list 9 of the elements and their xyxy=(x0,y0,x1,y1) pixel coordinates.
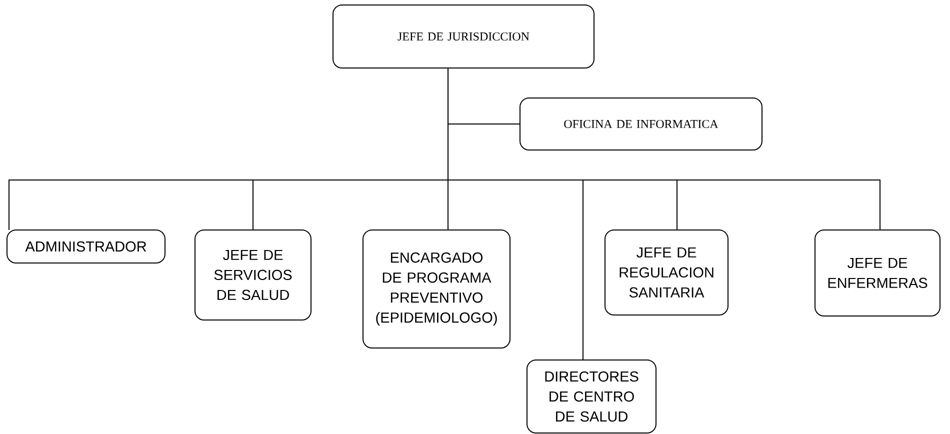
unit-box: OFICINA DE INFORMATICA xyxy=(520,98,762,150)
unit-box: ADMINISTRADOR xyxy=(6,230,166,264)
unit-box: JEFE DE ENFERMERAS xyxy=(814,230,940,316)
connector-line xyxy=(448,68,880,230)
unit-box: JEFE DE SERVICIOS DE SALUD xyxy=(194,230,312,320)
unit-box: JEFE DE JURISDICCION xyxy=(332,4,594,68)
unit-box: DIRECTORES DE CENTRO DE SALUD xyxy=(526,360,656,434)
unit-box: JEFE DE REGULACION SANITARIA xyxy=(604,230,728,316)
unit-box: ENCARGADO DE PROGRAMA PREVENTIVO (EPIDEMIOLOGO) xyxy=(362,230,510,348)
